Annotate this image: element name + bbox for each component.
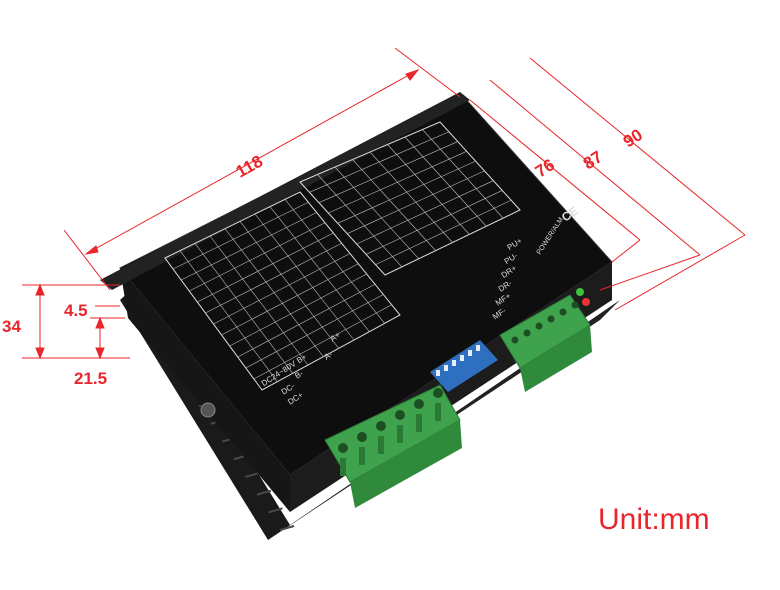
table-gridline [221,263,359,336]
table-gridline [375,199,512,265]
table-gridline [318,141,458,203]
dip-switch-lever [444,365,448,371]
table-gridline [253,304,392,380]
table-gridline [317,174,403,268]
table-gridline [352,159,436,251]
dip-switch-lever [468,350,472,356]
dim-length-118: 118 [233,152,266,182]
driver-front-face [120,268,290,512]
terminal-screw [535,322,543,330]
alarm-led-red [582,298,590,306]
subdivision-table [164,191,401,391]
unit-label: Unit:mm [598,503,710,536]
current-table [299,121,521,276]
terminal-screw [559,308,567,316]
dim-flange-4-5: 4.5 [64,301,88,320]
heatsink-fin [279,525,295,531]
heatsink-fin [245,471,260,478]
table-gridline [189,222,326,292]
table-gridline [328,151,467,214]
label-b-minus: B- [293,369,305,381]
table-gridline [229,273,367,347]
terminal-screw [571,301,579,309]
power-led-green [576,288,584,296]
terminal-screw [511,336,519,344]
terminal-screw [395,410,405,420]
table-gridline [365,190,503,255]
dim-width-90: 90 [620,125,646,151]
table-gridline [404,136,487,227]
terminal-slot [435,403,441,421]
terminal-slot [340,458,346,476]
table-gridline [245,294,384,369]
table-gridline [197,232,334,303]
table-gridline [387,144,470,235]
dim-width-87: 87 [580,147,606,173]
terminal-slot [416,414,422,432]
dip-switch-lever [476,345,480,351]
table-gridline [356,180,494,245]
terminal-screw [357,432,367,442]
table-gridline [213,253,351,325]
terminal-screw [433,388,443,398]
terminal-slot [359,447,365,465]
dip-switch-lever [436,370,440,376]
table-gridline [422,129,504,219]
dimension-lines [22,47,746,360]
table-gridline [337,160,476,224]
table-gridline [237,283,376,358]
power-terminal-block[interactable] [324,384,462,508]
terminal-screw [523,329,531,337]
terminal-screw [547,315,555,323]
table-gridline [181,212,317,281]
dip-switch-lever [460,355,464,361]
signal-terminal-block[interactable] [499,294,592,392]
dim-height-34: 34 [2,317,21,336]
table-gridline [347,170,485,234]
label-a-minus: A- [323,350,335,362]
table-gridline [334,166,419,259]
terminal-slot [378,436,384,454]
table-gridline [205,242,342,314]
terminal-screw [376,421,386,431]
dip-switch-lever [452,360,456,366]
dim-base-21-5: 21.5 [74,369,107,388]
heatsink-fin [256,489,272,496]
table-gridline [309,131,450,193]
heatsink-fin [268,507,283,514]
terminal-screw [338,443,348,453]
mounting-screw [200,402,216,418]
table-gridline [172,201,309,270]
terminal-screw [414,399,424,409]
dip-switch[interactable] [430,340,498,392]
terminal-slot [397,425,403,443]
table-gridline [369,151,453,243]
